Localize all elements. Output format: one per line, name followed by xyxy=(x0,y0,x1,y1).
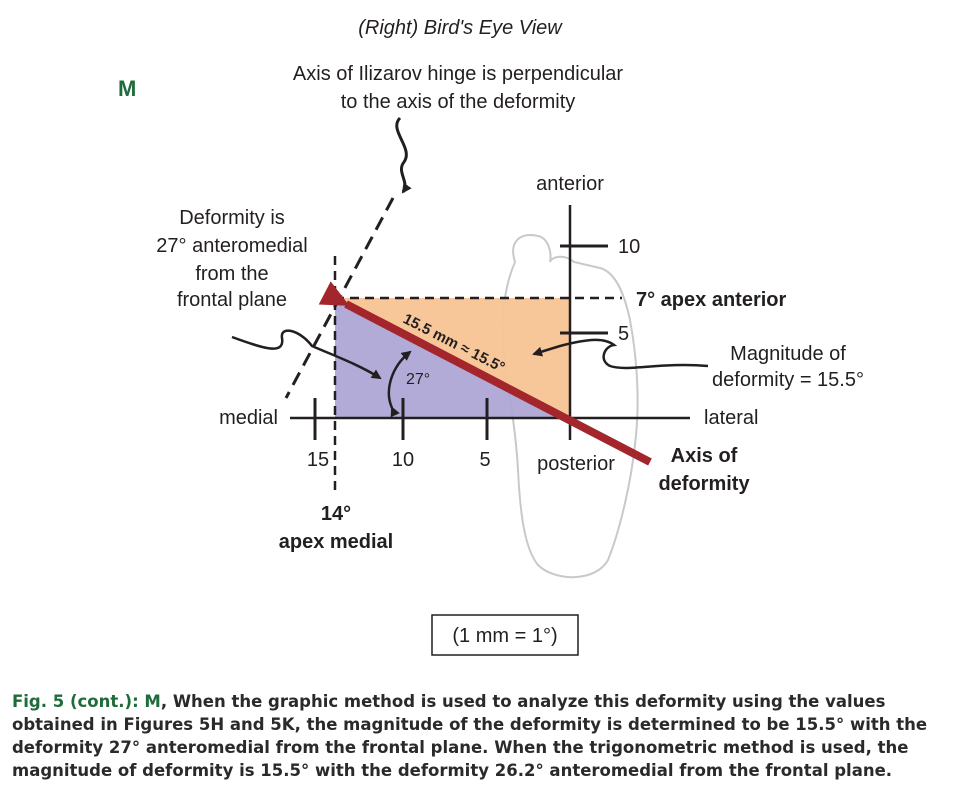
v-tick-label-10: 10 xyxy=(618,236,640,258)
magnitude-leader xyxy=(532,338,709,370)
anterior-label: anterior xyxy=(536,173,604,195)
view-title: (Right) Bird's Eye View xyxy=(358,17,563,39)
deformity-diagram: (Right) Bird's Eye View M Axis of Ilizar… xyxy=(118,17,864,656)
medial-label: medial xyxy=(219,407,278,429)
h-tick-label-5: 5 xyxy=(479,449,490,471)
axis-of-deformity-line2: deformity xyxy=(658,473,750,495)
posterior-label: posterior xyxy=(537,453,615,475)
apex-medial-degrees: 14° xyxy=(321,503,351,525)
hinge-leader xyxy=(395,116,412,194)
figure-caption: Fig. 5 (cont.): M, When the graphic meth… xyxy=(12,690,956,782)
v-tick-label-5: 5 xyxy=(618,323,629,345)
deformity-axis-arrow xyxy=(318,281,652,466)
hinge-note-line2: to the axis of the deformity xyxy=(341,91,576,113)
lateral-label: lateral xyxy=(704,407,758,429)
caption-label: Fig. 5 (cont.): M xyxy=(12,692,161,711)
apex-medial-text: apex medial xyxy=(279,531,394,553)
magnitude-note-line1: Magnitude of xyxy=(730,343,846,365)
h-tick-label-15: 15 xyxy=(307,449,329,471)
angle-label: 27° xyxy=(406,371,430,388)
scale-note: (1 mm = 1°) xyxy=(452,625,557,647)
angle-note-line1: Deformity is xyxy=(179,207,285,229)
h-tick-label-10: 10 xyxy=(392,449,414,471)
angle-note-line3: from the xyxy=(195,263,268,285)
caption-text: , When the graphic method is used to ana… xyxy=(12,692,928,780)
magnitude-note-line2: deformity = 15.5° xyxy=(712,369,864,391)
hinge-note-line1: Axis of Ilizarov hinge is perpendicular xyxy=(293,63,624,85)
panel-letter: M xyxy=(118,76,136,101)
angle-note-line2: 27° anteromedial xyxy=(156,235,307,257)
angle-note-leader xyxy=(231,329,382,380)
angle-arc xyxy=(387,350,412,418)
scale-note-box xyxy=(431,614,579,656)
apex-anterior-label: 7° apex anterior xyxy=(636,289,787,311)
angle-note-line4: frontal plane xyxy=(177,289,287,311)
foot-outline xyxy=(501,234,639,579)
axis-of-deformity-line1: Axis of xyxy=(671,445,738,467)
